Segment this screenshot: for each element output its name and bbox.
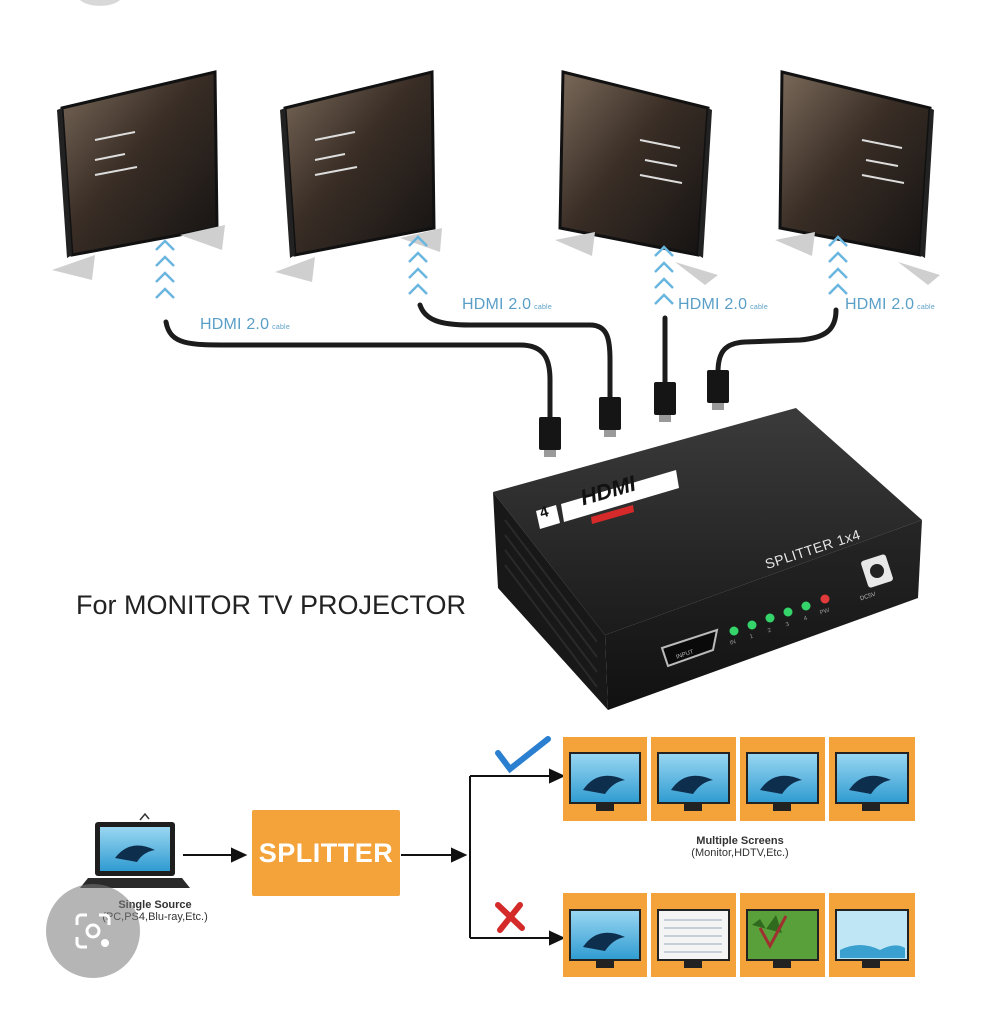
source-title: Single Source [118, 899, 192, 911]
signal-arrows [155, 235, 848, 305]
screens-caption: Multiple Screens (Monitor,HDTV,Etc.) [640, 835, 840, 859]
cross-icon [495, 902, 525, 933]
screens-subtitle: (Monitor,HDTV,Etc.) [691, 847, 789, 859]
lens-icon-overlay [75, 913, 111, 949]
headline: For MONITOR TV PROJECTOR [76, 590, 467, 620]
laptop-icon [80, 812, 190, 888]
hdmi-connectors [539, 370, 729, 457]
check-icon [495, 736, 551, 774]
flow-arrows [183, 768, 566, 946]
tv-1 [52, 70, 225, 280]
tv-3 [555, 70, 718, 285]
hdmi-cables [163, 302, 839, 421]
multiple-screens-row [563, 737, 915, 821]
different-screens-row [563, 893, 915, 977]
splitter-box: SPLITTER [252, 810, 400, 896]
screens-title: Multiple Screens [696, 835, 784, 847]
tv-2 [275, 70, 442, 282]
hdmi-splitter-device [493, 408, 922, 710]
lens-search-button[interactable] [46, 884, 140, 978]
tv-4 [775, 70, 940, 285]
